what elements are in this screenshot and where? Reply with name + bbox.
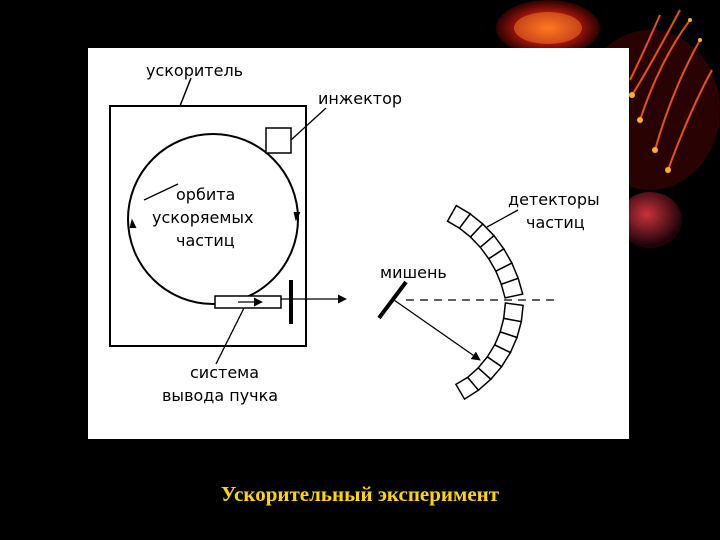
orbit-leader-line — [143, 183, 179, 201]
orbit-label-line3: частиц — [176, 231, 235, 250]
detectors-label-line2: частиц — [526, 213, 585, 232]
detector-segment — [500, 277, 524, 299]
injector-box — [265, 127, 292, 154]
accelerator-box — [109, 105, 307, 347]
scattered-particle-track — [393, 299, 481, 361]
target-label: мишень — [380, 263, 447, 282]
extraction-leader-line — [215, 307, 245, 365]
orbit-arrow-right — [293, 211, 301, 222]
detectors-leader-line — [486, 209, 519, 228]
orbit-label-line1: орбита — [176, 185, 235, 204]
slide-caption: Ускорительный эксперимент — [220, 482, 500, 506]
orbit-arrow-left — [129, 218, 137, 229]
diagram-panel: ускоритель орбита ускоряемых частиц инже… — [88, 48, 629, 439]
orbit-label-line2: ускоряемых — [152, 208, 254, 227]
detector-segment — [454, 376, 480, 401]
accelerator-leader-line — [179, 77, 192, 107]
detectors-label-line1: детекторы — [508, 190, 600, 209]
extraction-label-line2: вывода пучка — [162, 386, 278, 405]
extraction-label-line1: система — [190, 363, 259, 382]
accelerator-label: ускоритель — [146, 61, 243, 80]
target — [377, 280, 408, 320]
injector-label: инжектор — [318, 89, 402, 108]
injector-leader-line — [290, 107, 327, 141]
orbit-circle — [127, 133, 299, 305]
accelerator-diagram: ускоритель орбита ускоряемых частиц инже… — [109, 61, 600, 405]
particle-detectors — [446, 204, 524, 401]
